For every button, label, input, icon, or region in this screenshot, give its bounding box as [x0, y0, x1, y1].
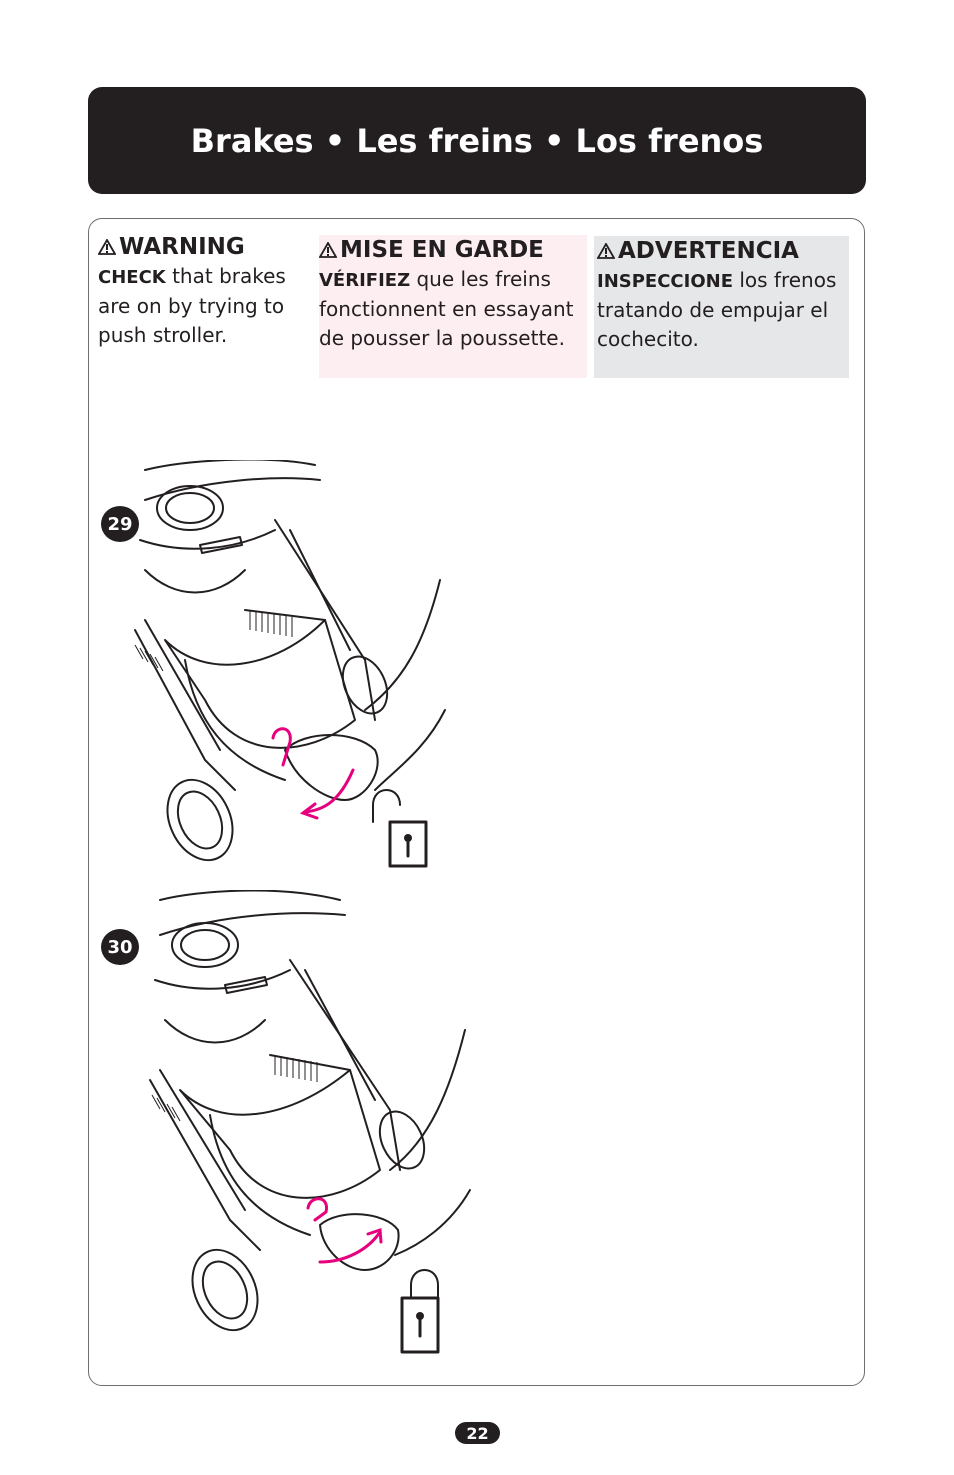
warning-triangle-icon	[597, 243, 615, 259]
warning-en: WARNING CHECK that brakes are on by tryi…	[98, 232, 312, 350]
stroller-brake-lock-illustration	[134, 460, 446, 868]
page-number: 22	[455, 1422, 500, 1444]
content-panel	[88, 218, 865, 1386]
warning-fr-title: MISE EN GARDE	[319, 235, 587, 265]
warning-es-text: INSPECCIONE los frenos tratando de empuj…	[597, 268, 837, 351]
warning-en-text: CHECK that brakes are on by trying to pu…	[98, 264, 286, 347]
warning-es: ADVERTENCIA INSPECCIONE los frenos trata…	[594, 236, 849, 378]
page-title: Brakes • Les freins • Los frenos	[190, 121, 764, 160]
warning-en-title: WARNING	[98, 232, 312, 262]
step-badge-30: 30	[101, 929, 139, 965]
warning-triangle-icon	[319, 242, 337, 258]
stroller-brake-unlock-illustration	[149, 890, 471, 1354]
step-badge-29: 29	[101, 506, 139, 542]
warning-es-title: ADVERTENCIA	[597, 236, 849, 266]
warning-triangle-icon	[98, 239, 116, 255]
warning-fr-text: VÉRIFIEZ que les freins fonctionnent en …	[319, 267, 574, 350]
page-header: Brakes • Les freins • Los frenos	[88, 87, 866, 194]
warning-fr: MISE EN GARDE VÉRIFIEZ que les freins fo…	[319, 235, 587, 378]
